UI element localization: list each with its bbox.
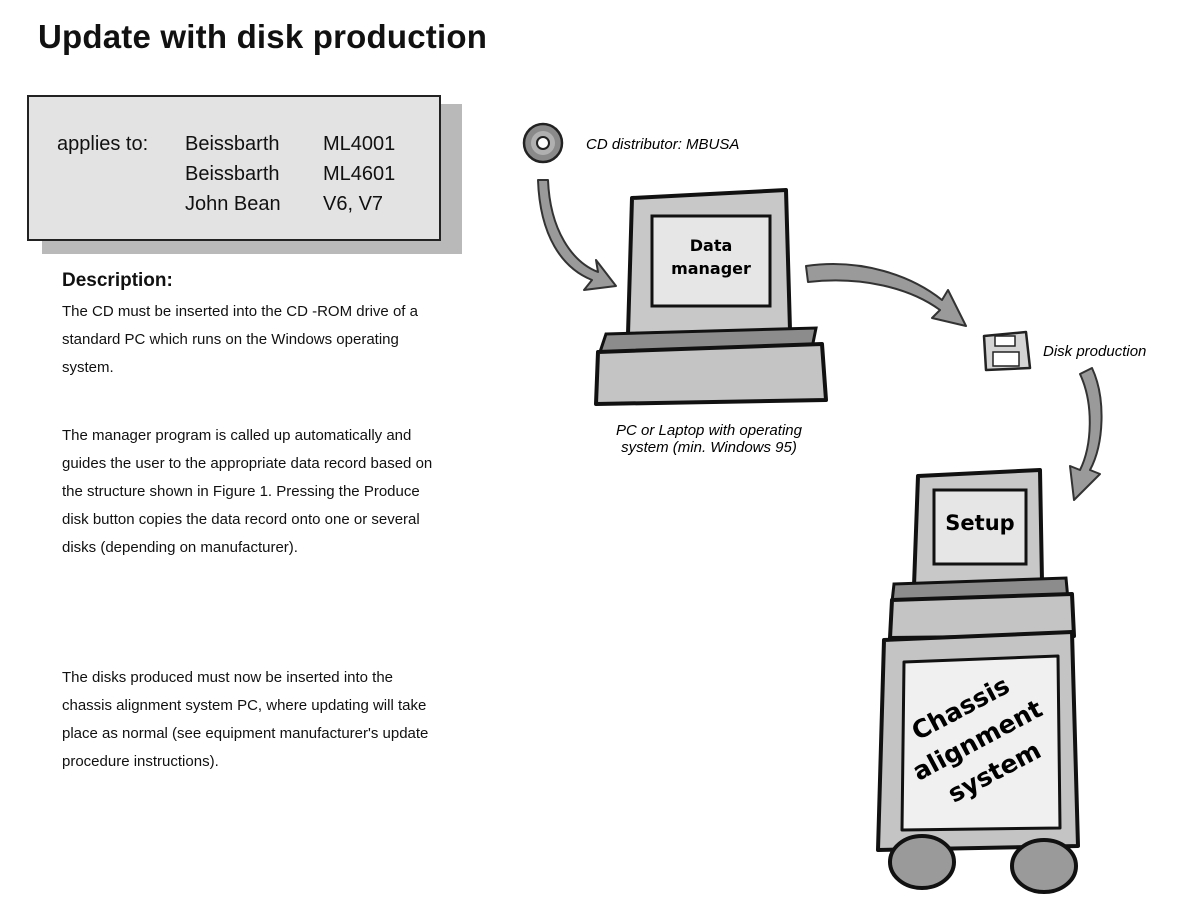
applies-model: ML4601	[323, 163, 396, 185]
applies-model: V6, V7	[323, 193, 384, 215]
page-title: Update with disk production	[38, 18, 488, 55]
description-paragraph: The disks produced must now be inserted …	[62, 669, 429, 770]
applies-row: John Bean V6, V7	[185, 193, 383, 216]
cd-icon	[522, 122, 564, 164]
pc-illustration	[594, 188, 828, 406]
arrow-disk-to-setup	[1069, 367, 1103, 501]
floppy-disk-icon	[982, 330, 1032, 372]
pc-screen-text: Data	[690, 236, 733, 255]
arrow-cd-to-pc	[537, 179, 617, 291]
arrow-pc-to-disk	[805, 263, 967, 327]
applies-maker: John Bean	[185, 193, 281, 215]
applies-row: Beissbarth ML4001	[185, 133, 395, 156]
pc-caption: PC or Laptop with operating	[616, 422, 803, 439]
chassis-alignment-illustration	[876, 468, 1080, 894]
disk-production-label: Disk production	[1043, 343, 1146, 360]
pc-screen-text: manager	[671, 259, 751, 278]
description-paragraph: The manager program is called up automat…	[62, 427, 433, 556]
applies-maker: Beissbarth	[185, 163, 280, 185]
description-paragraph: The CD must be inserted into the CD -ROM…	[62, 303, 418, 376]
description-heading: Description:	[62, 270, 173, 291]
setup-screen-text: Setup	[945, 511, 1014, 535]
applies-to-label: applies to:	[57, 133, 149, 155]
cd-distributor-label: CD distributor: MBUSA	[586, 136, 739, 153]
applies-maker: Beissbarth	[185, 133, 280, 155]
applies-row: Beissbarth ML4601	[185, 163, 395, 186]
applies-model: ML4001	[323, 133, 396, 155]
pc-caption: system (min. Windows 95)	[621, 439, 797, 456]
